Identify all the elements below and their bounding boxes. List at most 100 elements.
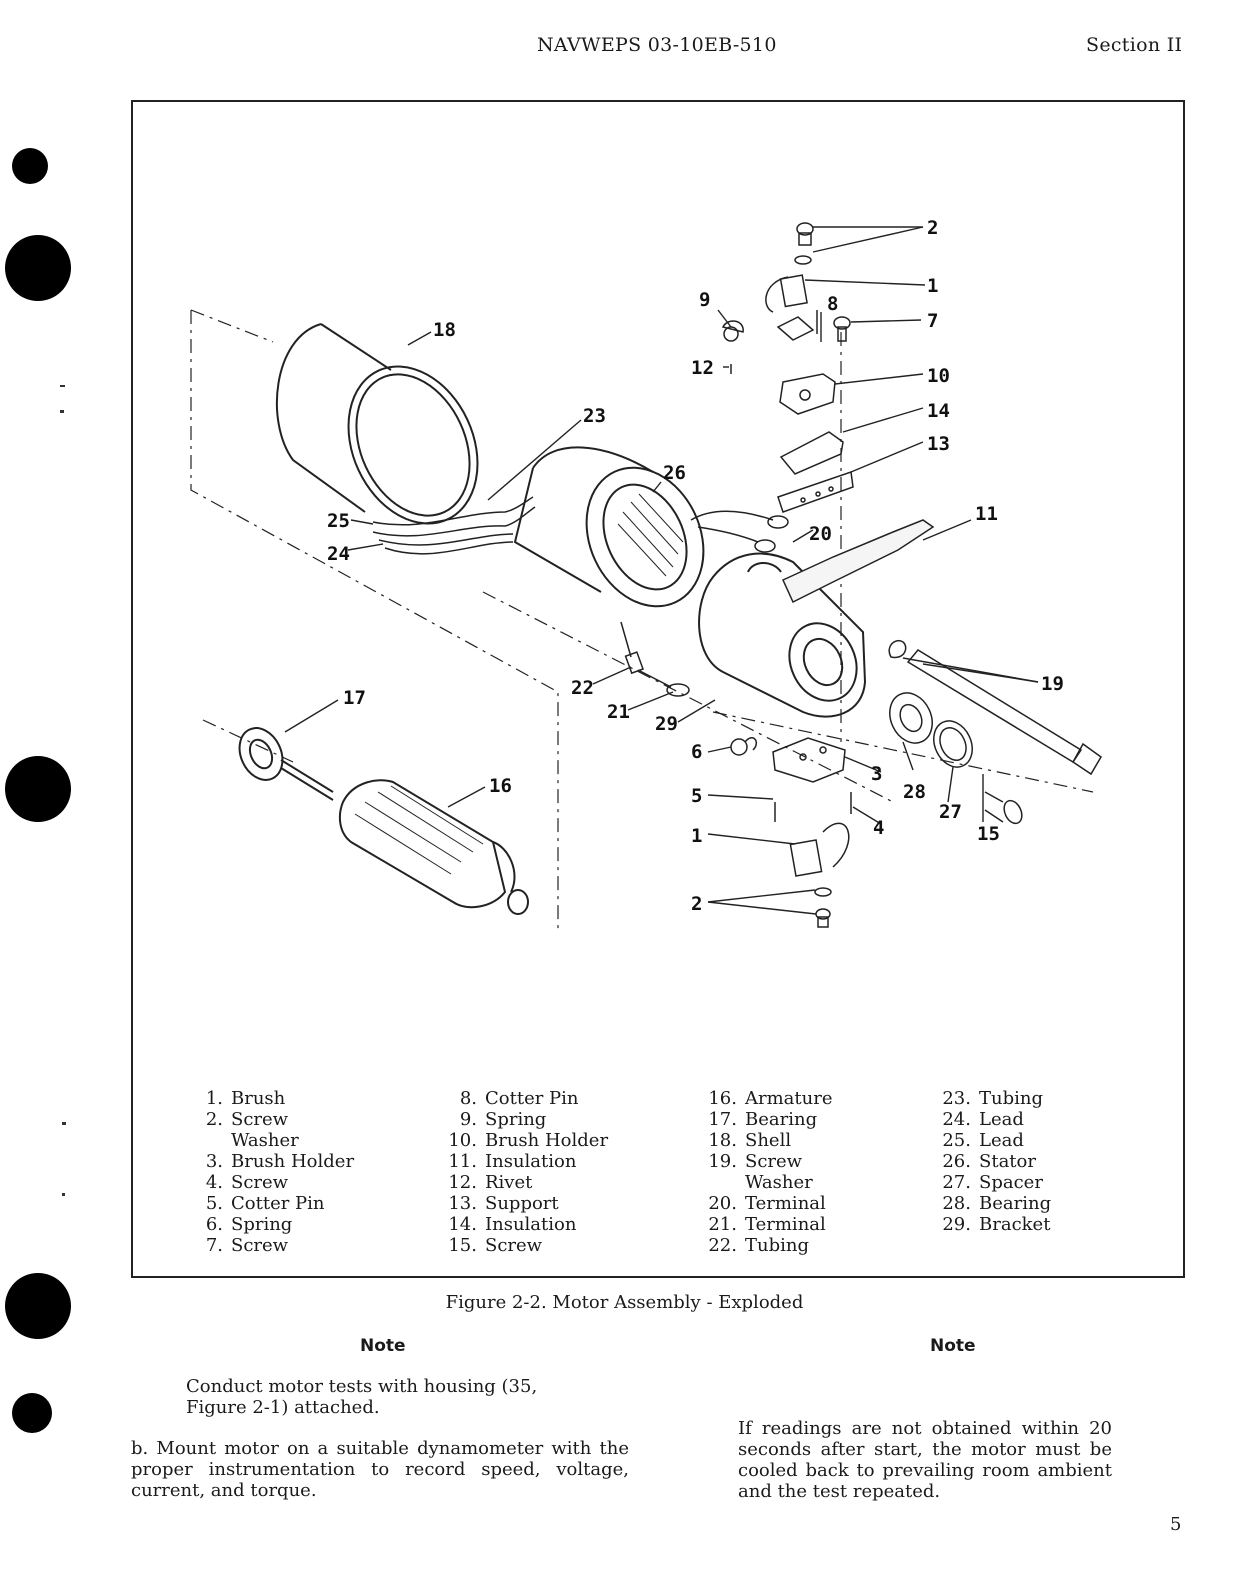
part-number: 22. <box>708 1235 737 1256</box>
left-note-heading: Note <box>360 1336 406 1356</box>
part-name: Brush Holder <box>231 1151 355 1172</box>
part-name: Cotter Pin <box>485 1088 579 1109</box>
part-number: 12. <box>448 1172 477 1193</box>
part-number: 1. <box>205 1088 223 1109</box>
callout-4: 4 <box>873 817 884 839</box>
part-name: Armature <box>745 1088 833 1109</box>
callout-8: 8 <box>827 293 838 315</box>
parts-list-item: 23.Tubing <box>933 1088 1051 1109</box>
parts-list-item: 14. Insulation <box>439 1214 608 1235</box>
parts-list-item: 27. Spacer <box>933 1172 1051 1193</box>
parts-list-item: 15. Screw <box>439 1235 608 1256</box>
part-name: Terminal <box>745 1193 826 1214</box>
parts-list-item: 3.Brush Holder <box>185 1151 354 1172</box>
left-note-line-1: Conduct motor tests with housing (35, <box>186 1376 538 1397</box>
callout-17: 17 <box>343 687 366 709</box>
terminal-leads <box>620 510 789 697</box>
parts-list-item: 19.Screw <box>699 1151 833 1172</box>
part-number: 20. <box>708 1193 737 1214</box>
callout-1-lower: 1 <box>691 825 702 847</box>
callout-leaders <box>284 226 1039 915</box>
upper-brush-assembly <box>721 222 854 513</box>
part-number: 14. <box>448 1214 477 1235</box>
part-number <box>185 1130 231 1151</box>
parts-list-item: 4.Screw <box>185 1172 354 1193</box>
part-number: 5. <box>205 1193 223 1214</box>
part-name: Screw <box>485 1235 543 1256</box>
parts-list-item: 18.Shell <box>699 1130 833 1151</box>
armature-and-bearing <box>238 727 529 915</box>
callout-9: 9 <box>699 289 710 311</box>
part-name: Cotter Pin <box>231 1193 325 1214</box>
callout-19: 19 <box>1041 673 1064 695</box>
callout-11: 11 <box>975 503 998 525</box>
parts-list-item: 8. Cotter Pin <box>439 1088 608 1109</box>
part-name: Brush Holder <box>485 1130 609 1151</box>
figure-caption: Figure 2-2. Motor Assembly - Exploded <box>445 1292 804 1313</box>
part-name: Spring <box>485 1109 547 1130</box>
part-name: Lead <box>979 1130 1024 1151</box>
parts-list-item: 11.Insulation <box>439 1151 608 1172</box>
part-number: 4. <box>205 1172 223 1193</box>
part-name: Brush <box>231 1088 286 1109</box>
callout-6: 6 <box>691 741 702 763</box>
section-label: Section II <box>1086 34 1183 56</box>
part-number: 24. <box>942 1109 971 1130</box>
part-number: 2. <box>205 1109 223 1130</box>
callout-16: 16 <box>489 775 512 797</box>
part-number: 27. <box>942 1172 971 1193</box>
callout-13: 13 <box>927 433 950 455</box>
part-name: Spacer <box>979 1172 1043 1193</box>
scan-speck <box>62 1122 66 1125</box>
part-name: Insulation <box>485 1214 577 1235</box>
part-number: 17. <box>708 1109 737 1130</box>
parts-list-item: 26.Stator <box>933 1151 1051 1172</box>
shell-part <box>275 323 479 525</box>
punch-hole <box>12 148 48 184</box>
exploded-view-drawing: 2 1 8 7 9 12 10 14 13 11 18 23 26 25 24 … <box>190 217 1102 930</box>
callout-12: 12 <box>691 357 714 379</box>
part-number: 25. <box>942 1130 971 1151</box>
through-bolt-and-bearings <box>888 640 1102 825</box>
parts-list-item: 28.Bearing <box>933 1193 1051 1214</box>
parts-list-item: 6.Spring <box>185 1214 354 1235</box>
parts-list-item: 17. Bearing <box>699 1109 833 1130</box>
figure-frame: 2 1 8 7 9 12 10 14 13 11 18 23 26 25 24 … <box>131 100 1185 1278</box>
page-number: 5 <box>1170 1514 1182 1535</box>
part-number: 15. <box>448 1235 477 1256</box>
callout-27: 27 <box>939 801 962 823</box>
parts-list-item: 29.Bracket <box>933 1214 1051 1235</box>
callout-20: 20 <box>809 523 832 545</box>
callout-1-upper: 1 <box>927 275 938 297</box>
parts-list-item: Washer <box>185 1130 354 1151</box>
part-name: Washer <box>745 1172 813 1193</box>
parts-list-item: 16.Armature <box>699 1088 833 1109</box>
punch-hole <box>5 756 71 822</box>
right-note-text: If readings are not obtained within 20 s… <box>738 1418 1112 1502</box>
parts-list-item: 5. Cotter Pin <box>185 1193 354 1214</box>
part-number: 8. <box>459 1088 477 1109</box>
parts-list-item: 20. Terminal <box>699 1193 833 1214</box>
parts-list-item: 22.Tubing <box>699 1235 833 1256</box>
callout-28: 28 <box>903 781 926 803</box>
part-name: Bearing <box>745 1109 818 1130</box>
part-number: 28. <box>942 1193 971 1214</box>
callout-5: 5 <box>691 785 702 807</box>
part-name: Terminal <box>745 1214 826 1235</box>
part-number: 26. <box>942 1151 971 1172</box>
part-name: Tubing <box>979 1088 1043 1109</box>
stator-part <box>513 446 705 608</box>
part-name: Lead <box>979 1109 1024 1130</box>
callout-2-lower: 2 <box>691 893 702 915</box>
callout-2-upper: 2 <box>927 217 938 239</box>
part-number: 10. <box>448 1130 477 1151</box>
lead-wires <box>372 496 536 555</box>
part-number <box>699 1172 745 1193</box>
part-number: 18. <box>708 1130 737 1151</box>
punch-hole <box>5 1273 71 1339</box>
part-name: Screw <box>745 1151 803 1172</box>
parts-list-item: 13.Support <box>439 1193 608 1214</box>
parts-list-item: 25. Lead <box>933 1130 1051 1151</box>
step-b-text: b. Mount motor on a suitable dynamometer… <box>131 1438 629 1501</box>
